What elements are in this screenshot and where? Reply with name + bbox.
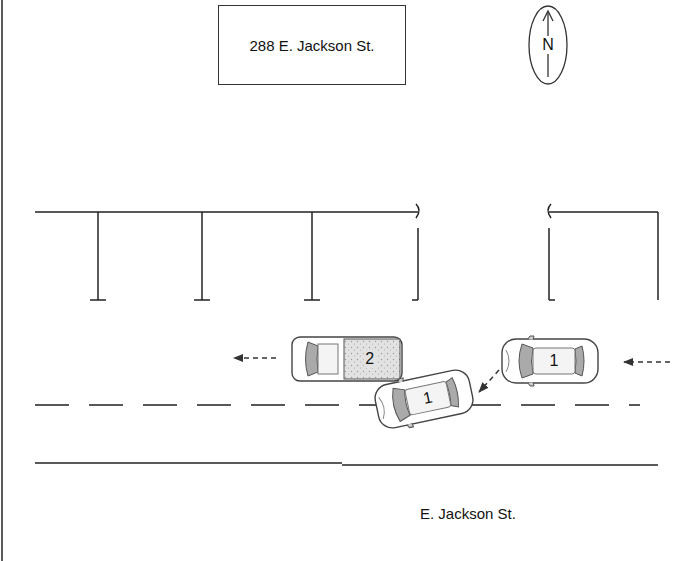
stall-line <box>657 212 659 300</box>
stall-line <box>97 212 99 300</box>
stall-line <box>549 299 555 301</box>
road-edge <box>342 464 658 466</box>
stall-line <box>311 212 313 300</box>
curb-line <box>35 211 418 213</box>
stall-line <box>412 299 418 301</box>
vehicle: 2 <box>290 334 404 384</box>
curb-line <box>549 211 658 213</box>
stall-line <box>194 299 210 301</box>
building-box: 288 E. Jackson St. <box>218 5 406 85</box>
driveway-curb <box>548 204 551 218</box>
street-name: E. Jackson St. <box>420 505 516 522</box>
stall-line <box>417 228 419 300</box>
center-line <box>35 404 640 406</box>
vehicle: 1 <box>500 336 600 386</box>
vehicle-number: 2 <box>363 350 376 368</box>
road-edge <box>35 462 342 464</box>
north-label: N <box>540 36 556 54</box>
stall-line <box>201 212 203 300</box>
vehicle-number: 1 <box>548 352 561 370</box>
stall-line <box>304 299 320 301</box>
stall-line <box>548 228 550 300</box>
frame-line <box>1 0 3 561</box>
driveway-curb <box>416 204 419 218</box>
travel-arrow <box>624 361 670 363</box>
address-label: 288 E. Jackson St. <box>249 37 374 54</box>
travel-path <box>479 370 499 392</box>
travel-arrow <box>234 357 276 359</box>
vehicle-outline <box>290 334 404 384</box>
stall-line <box>90 299 106 301</box>
north-arrow: N <box>528 5 568 85</box>
